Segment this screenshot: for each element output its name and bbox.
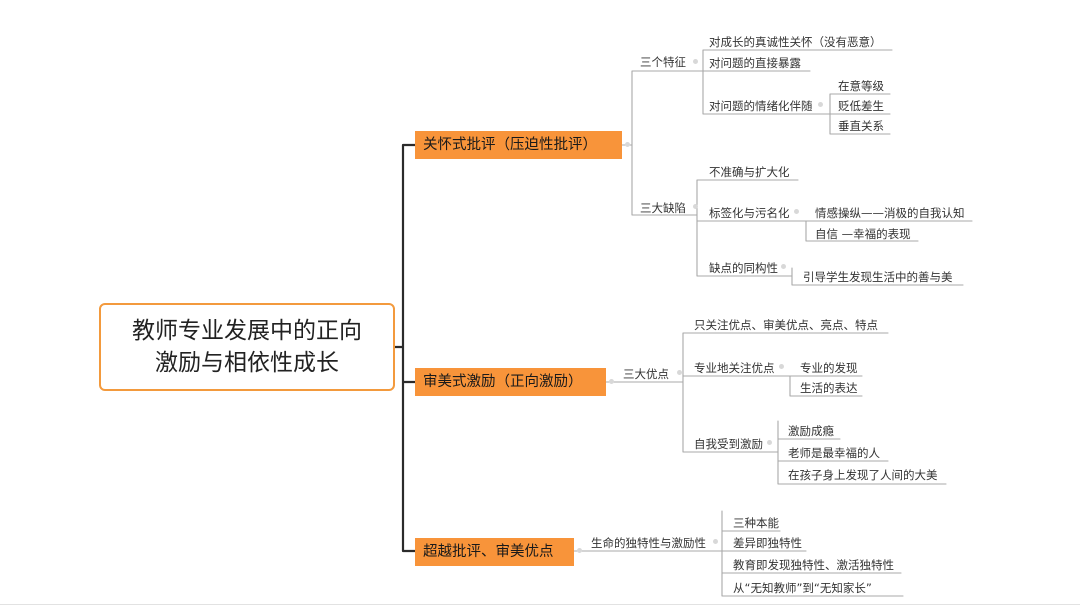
node-inaccurate-expand[interactable]: 不准确与扩大化: [709, 165, 790, 179]
branch-label: 关怀式批评（压迫性批评）: [423, 137, 597, 153]
node-direct-exposure[interactable]: 对问题的直接暴露: [709, 56, 801, 70]
node-self-motivated[interactable]: 自我受到激励: [694, 437, 763, 451]
node-focus-merits[interactable]: 只关注优点、审美优点、亮点、特点: [694, 318, 878, 332]
branch-label: 审美式激励（正向激励）: [423, 374, 583, 390]
branch-label: 超越批评、审美优点: [423, 544, 554, 560]
node-motivation-addiction[interactable]: 激励成瘾: [788, 424, 834, 438]
node-vertical-relation[interactable]: 垂直关系: [838, 119, 884, 133]
branch-topic-caring-criticism[interactable]: 关怀式批评（压迫性批评）: [415, 131, 622, 159]
collapse-dot[interactable]: [779, 364, 784, 369]
subtopic-three-features[interactable]: 三个特征: [640, 55, 686, 69]
node-sincere-care[interactable]: 对成长的真诚性关怀（没有恶意）: [709, 35, 882, 49]
collapse-dot[interactable]: [693, 204, 698, 209]
collapse-dot[interactable]: [577, 548, 582, 553]
root-topic[interactable]: 教师专业发展中的正向 激励与相依性成长: [99, 303, 395, 391]
branch-topic-beyond-criticism[interactable]: 超越批评、审美优点: [415, 538, 574, 566]
node-guide-students[interactable]: 引导学生发现生活中的善与美: [803, 270, 953, 284]
branch-1-lines: [621, 49, 973, 286]
subtopic-three-merits[interactable]: 三大优点: [623, 367, 669, 381]
node-care-rank[interactable]: 在意等级: [838, 79, 884, 93]
subtopic-uniqueness[interactable]: 生命的独特性与激励性: [591, 536, 706, 550]
trunk-line: [393, 143, 417, 553]
root-title-line-2: 激励与相依性成长: [155, 350, 339, 376]
node-great-beauty[interactable]: 在孩子身上发现了人间的大美: [788, 468, 938, 482]
collapse-dot[interactable]: [625, 142, 630, 147]
node-professional-discovery[interactable]: 专业的发现: [800, 361, 858, 375]
collapse-dot[interactable]: [794, 209, 799, 214]
node-ignorant-teacher-parent[interactable]: 从“无知教师”到“无知家长”: [733, 581, 872, 595]
branch-2-lines: [605, 332, 947, 485]
node-happiest-teacher[interactable]: 老师是最幸福的人: [788, 446, 880, 460]
node-professional-focus[interactable]: 专业地关注优点: [694, 361, 775, 375]
collapse-dot[interactable]: [767, 440, 772, 445]
node-emotional-manipulation[interactable]: 情感操纵——消极的自我认知: [815, 206, 965, 220]
subtopic-three-defects[interactable]: 三大缺陷: [640, 201, 686, 215]
node-belittle-students[interactable]: 贬低差生: [838, 99, 884, 113]
collapse-dot[interactable]: [713, 539, 718, 544]
collapse-dot[interactable]: [677, 370, 682, 375]
node-defect-isomorphism[interactable]: 缺点的同构性: [709, 261, 778, 275]
node-life-expression[interactable]: 生活的表达: [800, 381, 858, 395]
bottom-divider: [0, 604, 1080, 605]
collapse-dot[interactable]: [781, 264, 786, 269]
node-label-stigma[interactable]: 标签化与污名化: [709, 206, 790, 220]
root-title-line-1: 教师专业发展中的正向: [132, 318, 362, 344]
collapse-dot[interactable]: [693, 59, 698, 64]
collapse-dot[interactable]: [818, 102, 823, 107]
node-confidence[interactable]: 自信 —幸福的表现: [815, 227, 911, 241]
node-emotional-accompany[interactable]: 对问题的情绪化伴随: [709, 99, 813, 113]
node-difference-uniqueness[interactable]: 差异即独特性: [733, 536, 802, 550]
node-three-instincts[interactable]: 三种本能: [733, 516, 779, 530]
collapse-dot[interactable]: [609, 379, 614, 384]
node-education-discovery[interactable]: 教育即发现独特性、激活独特性: [733, 558, 894, 572]
branch-topic-aesthetic-motivation[interactable]: 审美式激励（正向激励）: [415, 368, 606, 396]
